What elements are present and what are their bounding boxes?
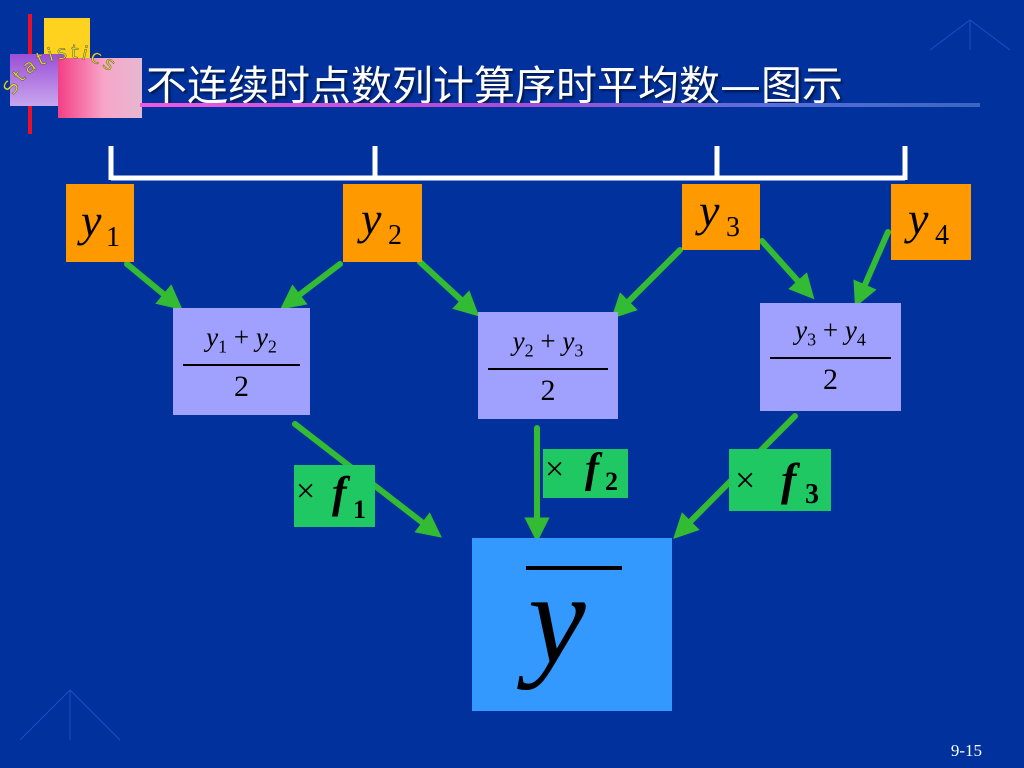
point-var: y <box>699 185 720 236</box>
weight-sub: 1 <box>353 495 366 524</box>
fraction-denominator: 2 <box>234 370 249 403</box>
arrow-y3-to-avg3 <box>759 238 815 300</box>
arrow-y2-to-avg2 <box>417 259 480 317</box>
weight-sub: 2 <box>605 467 618 496</box>
point-box-y2: y 2 <box>343 184 422 262</box>
title-underline <box>140 103 980 107</box>
fraction-numerator: y3 + y4 <box>795 315 866 350</box>
fraction-bar <box>488 368 608 370</box>
weight-var: f <box>585 446 599 492</box>
logo-pink-square <box>58 58 142 118</box>
logo-statistics-text: Statistics <box>0 41 119 99</box>
point-var: y <box>81 195 102 246</box>
weight-var: f <box>332 468 347 517</box>
point-box-y3: y 3 <box>682 184 760 250</box>
average-box-2: y2 + y3 2 <box>478 312 618 419</box>
result-box-mean: y <box>472 538 672 711</box>
page-title: 不连续时点数列计算序时平均数—图示 <box>146 62 843 110</box>
weight-var: f <box>781 454 797 505</box>
fraction-denominator: 2 <box>823 363 838 396</box>
point-sub: 4 <box>935 220 949 251</box>
logo-purple-square <box>10 54 66 106</box>
fraction-bar <box>183 364 300 366</box>
mean-symbol: y <box>528 547 586 691</box>
point-sub: 2 <box>388 220 402 251</box>
arrow-y2-to-avg1 <box>279 261 343 310</box>
arrow-y4-to-avg3 <box>853 229 891 308</box>
fraction-denominator: 2 <box>540 374 556 407</box>
point-var: y <box>361 193 382 244</box>
fraction-bar <box>770 357 891 359</box>
weight-sub: 3 <box>805 479 819 510</box>
timeline <box>108 146 908 181</box>
fraction-numerator: y2 + y3 <box>512 326 584 361</box>
fraction-numerator: y1 + y2 <box>206 322 277 357</box>
point-sub: 1 <box>106 222 120 253</box>
page-number: 9-15 <box>950 741 982 760</box>
weight-box-f2: × f 2 <box>543 446 628 498</box>
arrow-y1-to-avg1 <box>124 261 183 311</box>
average-box-1: y1 + y2 2 <box>173 308 310 415</box>
arrow-y3-to-avg2 <box>611 247 683 319</box>
point-var: y <box>908 193 929 244</box>
average-box-3: y3 + y4 2 <box>760 303 901 411</box>
point-box-y4: y 4 <box>891 184 971 260</box>
multiply-sign: × <box>545 451 565 488</box>
weight-box-f3: × f 3 <box>729 449 831 511</box>
multiply-sign: × <box>735 460 756 500</box>
mean-overline <box>526 566 622 570</box>
multiply-sign: × <box>296 473 316 510</box>
point-sub: 3 <box>726 212 740 243</box>
weight-box-f1: × f 1 <box>294 465 375 527</box>
point-box-y1: y 1 <box>66 184 134 262</box>
